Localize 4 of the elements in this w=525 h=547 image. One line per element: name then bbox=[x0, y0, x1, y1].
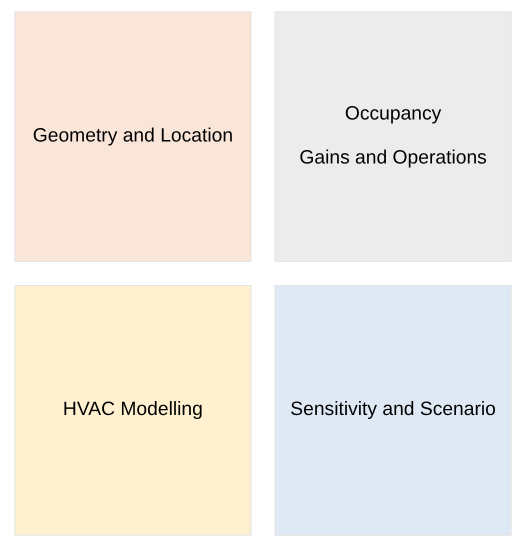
node-box: Occupancy Gains and Operations bbox=[274, 11, 512, 262]
node-box: Sensitivity and Scenario bbox=[274, 285, 512, 536]
node-box: HVAC Modelling bbox=[14, 285, 251, 536]
node-box: Geometry and Location bbox=[14, 11, 251, 262]
